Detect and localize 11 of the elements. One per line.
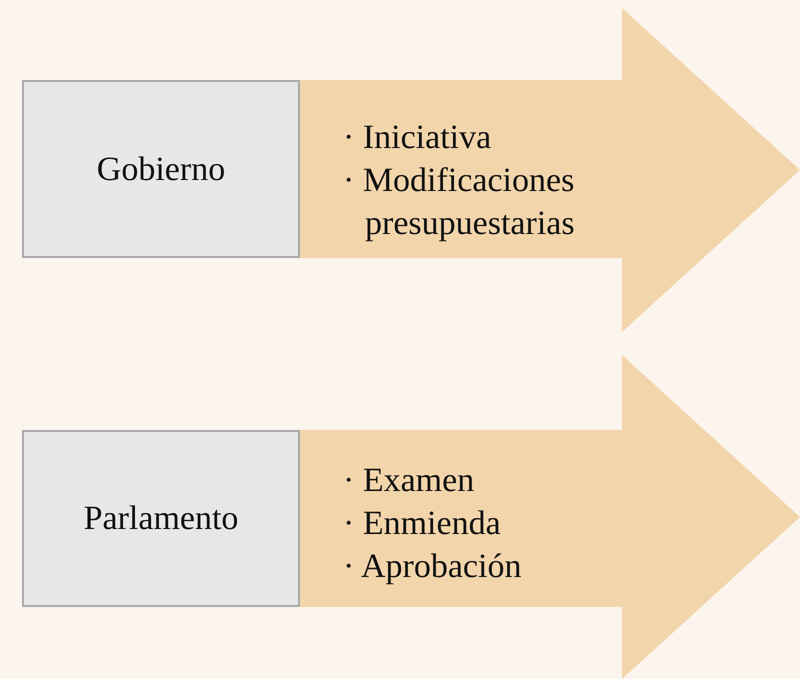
list-item: · Aprobación [343,547,522,587]
label-box [22,430,300,607]
list-item: · Enmienda [343,504,502,544]
arrow-shape [300,8,800,332]
label-box [22,80,300,258]
list-item: · Examen [343,461,476,501]
list-item: · Modificaciones presupuestarias [343,161,576,244]
list-item: · Iniciativa [343,118,492,158]
arrow-shape [300,355,800,679]
box-label: Gobierno [96,150,226,190]
box-label: Parlamento [84,499,238,539]
